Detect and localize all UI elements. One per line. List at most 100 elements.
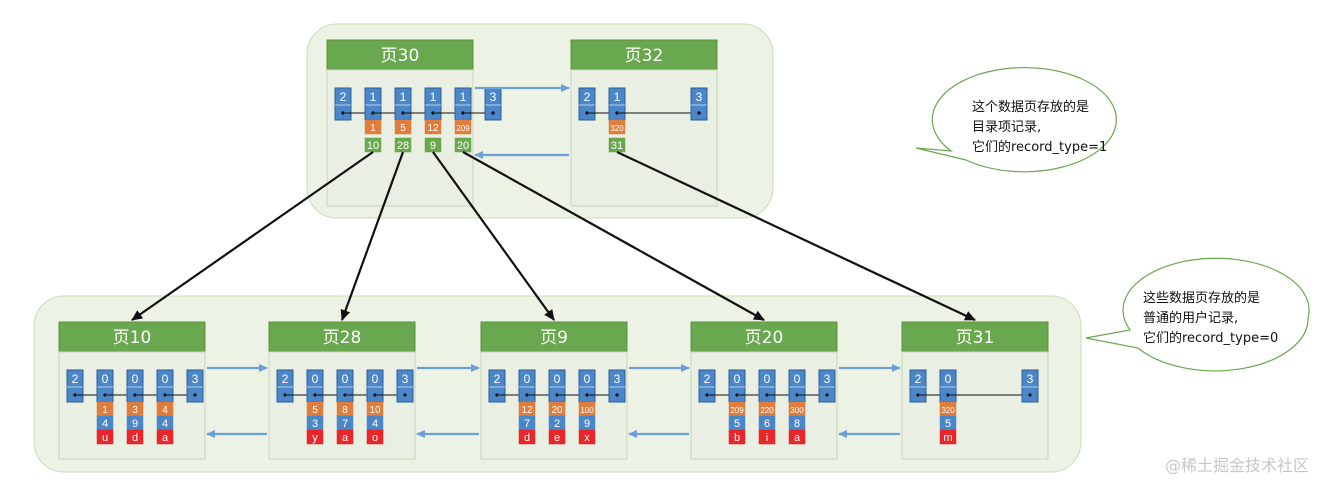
record-type-cell [818, 369, 836, 403]
user-column-c1-label: 4 [162, 405, 168, 416]
child-page-pointer [432, 151, 555, 321]
record-type-label: 0 [524, 372, 531, 386]
callout-directory-records: 这个数据页存放的是 目录项记录, 它们的record_type=1 [915, 67, 1117, 173]
user-column-c1-label: 320 [941, 406, 955, 415]
record-type-label: 2 [282, 372, 289, 386]
callout-directory-bubble [915, 67, 1117, 173]
record-type-label: 0 [102, 372, 109, 386]
user-column-c2-label: 8 [794, 418, 800, 430]
user-column-c1-label: 100 [580, 406, 594, 415]
callout-user-records: 这些数据页存放的是 普通的用户记录, 它们的record_type=0 [1085, 257, 1310, 372]
next-record-dot [555, 393, 559, 397]
record-type-label: 0 [945, 372, 952, 386]
record-slot: 3 [186, 369, 204, 403]
record-type-label: 0 [312, 372, 319, 386]
callout-user-line-3: 它们的record_type=0 [1143, 330, 1278, 346]
user-column-c3-label: d [524, 432, 530, 444]
child-page-pointer [340, 151, 405, 321]
user-column-c2-label: 4 [102, 418, 108, 430]
record-type-label: 3 [696, 90, 703, 104]
user-column-c3-cell [126, 429, 144, 445]
page-header [480, 321, 628, 353]
record-type-label: 0 [132, 372, 139, 386]
record-type-cell [488, 369, 506, 403]
record-type-label: 3 [614, 372, 621, 386]
user-column-c3-cell [96, 429, 114, 445]
next-record-dot [401, 111, 405, 115]
record-type-cell [690, 87, 708, 121]
next-record-dot [431, 111, 435, 115]
next-record-dot [615, 393, 619, 397]
record-slot: 2 [66, 369, 104, 403]
directory-page-no-label: 10 [367, 140, 379, 152]
user-column-c2-label: 9 [132, 418, 138, 430]
user-column-c3-label: a [342, 432, 349, 444]
record-slot: 2 [578, 87, 616, 121]
user-column-c2-label: 7 [342, 418, 348, 430]
user-column-c2-label: 9 [584, 418, 590, 430]
next-record-dot [103, 393, 107, 397]
next-record-dot [283, 393, 287, 397]
user-column-c3-label: a [162, 432, 169, 444]
record-type-label: 3 [490, 90, 497, 104]
record-type-cell [578, 87, 596, 121]
user-column-c2-label: 4 [162, 418, 168, 430]
record-type-label: 1 [400, 90, 407, 104]
directory-page-no-label: 28 [397, 140, 409, 152]
user-column-c2-label: 4 [372, 418, 378, 430]
record-type-label: 2 [915, 372, 922, 386]
user-column-c3-cell [728, 429, 746, 445]
user-column-c1-label: 220 [760, 406, 774, 415]
next-record-dot [525, 393, 529, 397]
record-slot: 1 1 10 [364, 87, 402, 153]
callout-directory-line-2: 目录项记录, [972, 120, 1041, 135]
child-page-pointer [462, 151, 765, 321]
user-column-c1-label: 20 [551, 405, 563, 416]
record-slot: 3 [608, 369, 626, 403]
directory-min-key-cell [364, 119, 382, 135]
next-record-dot [73, 393, 77, 397]
page-title: 页31 [956, 328, 995, 348]
next-record-dot [133, 393, 137, 397]
user-column-c3-cell [788, 429, 806, 445]
record-type-label: 2 [72, 372, 79, 386]
directory-page-no-label: 31 [611, 140, 623, 152]
user-column-c1-label: 8 [342, 405, 348, 416]
record-type-label: 1 [370, 90, 377, 104]
record-type-label: 1 [614, 90, 621, 104]
record-type-cell [276, 369, 294, 403]
record-type-label: 0 [764, 372, 771, 386]
record-type-label: 0 [162, 372, 169, 386]
record-type-cell [66, 369, 84, 403]
record-type-label: 2 [494, 372, 501, 386]
record-type-cell [698, 369, 716, 403]
record-type-label: 0 [372, 372, 379, 386]
user-column-c2-label: 7 [524, 418, 530, 430]
record-type-cell [186, 369, 204, 403]
page-title: 页28 [323, 328, 362, 348]
record-slot: 2 [698, 369, 736, 403]
user-column-c3-label: a [794, 432, 801, 444]
record-type-label: 3 [402, 372, 409, 386]
directory-min-key-label: 1 [370, 123, 376, 134]
next-record-dot [371, 111, 375, 115]
next-record-dot [1028, 393, 1032, 397]
record-type-cell [334, 87, 352, 121]
user-column-c1-label: 5 [312, 405, 318, 416]
next-record-dot [765, 393, 769, 397]
user-column-c3-cell [578, 429, 596, 445]
user-column-c3-cell [548, 429, 566, 445]
